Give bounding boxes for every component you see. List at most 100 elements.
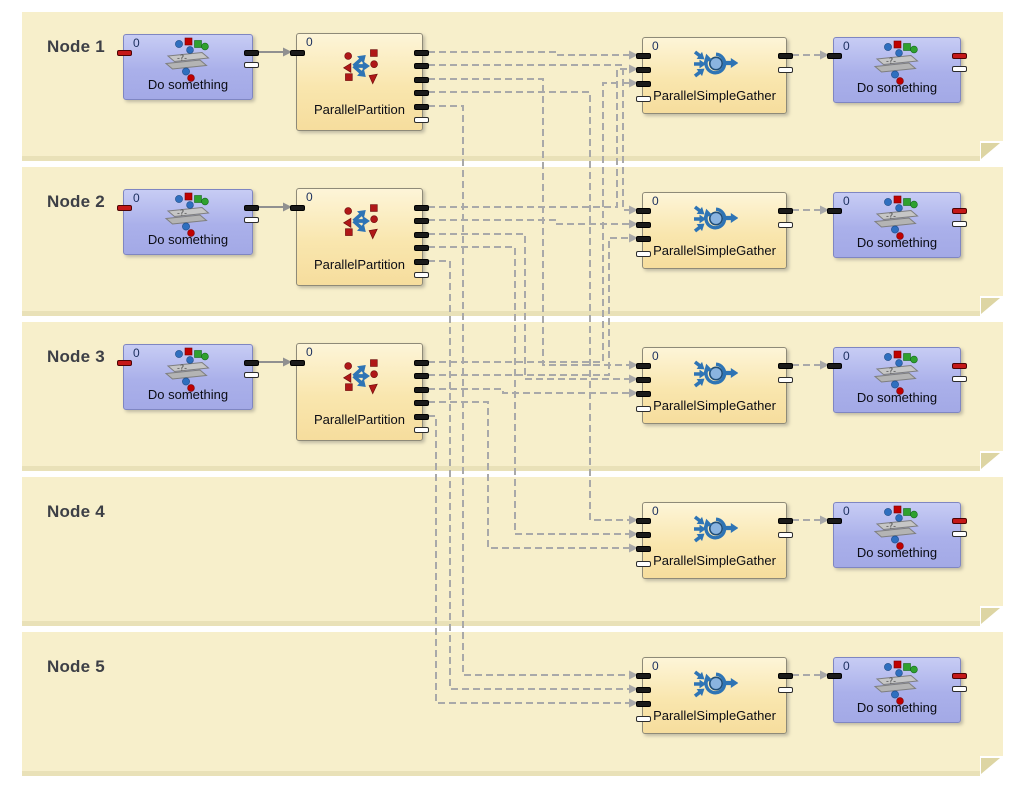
input-port[interactable] — [636, 673, 651, 679]
input-port[interactable] — [290, 50, 305, 56]
output-port[interactable] — [414, 104, 429, 110]
output-port[interactable] — [778, 673, 793, 679]
connection-wire[interactable] — [428, 64, 629, 211]
input-port[interactable] — [636, 716, 651, 722]
input-port[interactable] — [636, 236, 651, 242]
connection-wire[interactable] — [428, 246, 629, 535]
output-port[interactable] — [244, 360, 259, 366]
output-port[interactable] — [778, 67, 793, 73]
input-port[interactable] — [636, 561, 651, 567]
input-port[interactable] — [827, 208, 842, 214]
input-port[interactable] — [636, 406, 651, 412]
input-port[interactable] — [636, 518, 651, 524]
input-port[interactable] — [636, 546, 651, 552]
output-port[interactable] — [778, 53, 793, 59]
connection-wire[interactable] — [428, 237, 629, 376]
input-port[interactable] — [117, 205, 132, 211]
output-port[interactable] — [414, 63, 429, 69]
connection-wire[interactable] — [428, 388, 629, 394]
input-port[interactable] — [636, 251, 651, 257]
output-port[interactable] — [414, 77, 429, 83]
connection-wire[interactable] — [428, 78, 629, 366]
output-port[interactable] — [414, 117, 429, 123]
connection-wire[interactable] — [428, 91, 629, 521]
connection-wire[interactable] — [428, 51, 629, 56]
connection-wire[interactable] — [428, 105, 629, 676]
input-port[interactable] — [636, 208, 651, 214]
output-port[interactable] — [414, 387, 429, 393]
connection-wire[interactable] — [428, 82, 629, 363]
output-port[interactable] — [952, 686, 967, 692]
input-port[interactable] — [827, 53, 842, 59]
output-port[interactable] — [952, 376, 967, 382]
connection-wire[interactable] — [428, 219, 629, 225]
output-port[interactable] — [778, 377, 793, 383]
input-port[interactable] — [636, 363, 651, 369]
output-port[interactable] — [244, 372, 259, 378]
output-port[interactable] — [952, 673, 967, 679]
output-port[interactable] — [244, 62, 259, 68]
output-port[interactable] — [244, 50, 259, 56]
input-port[interactable] — [117, 50, 132, 56]
output-port[interactable] — [244, 217, 259, 223]
output-port[interactable] — [414, 232, 429, 238]
output-port[interactable] — [414, 90, 429, 96]
output-port[interactable] — [414, 245, 429, 251]
input-port[interactable] — [636, 377, 651, 383]
input-port[interactable] — [636, 532, 651, 538]
connection-wire[interactable] — [428, 68, 629, 208]
output-port[interactable] — [952, 208, 967, 214]
output-port[interactable] — [952, 363, 967, 369]
input-port[interactable] — [636, 81, 651, 87]
output-port[interactable] — [414, 414, 429, 420]
output-port[interactable] — [952, 53, 967, 59]
input-port[interactable] — [290, 205, 305, 211]
output-port[interactable] — [414, 272, 429, 278]
output-port[interactable] — [414, 205, 429, 211]
output-port[interactable] — [778, 363, 793, 369]
output-port[interactable] — [778, 208, 793, 214]
output-port[interactable] — [952, 221, 967, 227]
output-port[interactable] — [414, 373, 429, 379]
input-port[interactable] — [827, 518, 842, 524]
output-port[interactable] — [778, 532, 793, 538]
input-port[interactable] — [827, 363, 842, 369]
input-port[interactable] — [636, 67, 651, 73]
output-port[interactable] — [414, 50, 429, 56]
output-port[interactable] — [952, 66, 967, 72]
output-port[interactable] — [414, 218, 429, 224]
output-port[interactable] — [244, 205, 259, 211]
output-port[interactable] — [414, 427, 429, 433]
output-port[interactable] — [414, 400, 429, 406]
output-port[interactable] — [778, 687, 793, 693]
input-port[interactable] — [636, 53, 651, 59]
input-port[interactable] — [636, 701, 651, 707]
connection-wire[interactable] — [428, 415, 629, 704]
output-port[interactable] — [952, 531, 967, 537]
connection-wire[interactable] — [428, 401, 629, 549]
output-port[interactable] — [778, 518, 793, 524]
input-port[interactable] — [290, 360, 305, 366]
input-port[interactable] — [636, 96, 651, 102]
input-port[interactable] — [636, 391, 651, 397]
output-port[interactable] — [414, 259, 429, 265]
input-port[interactable] — [636, 687, 651, 693]
input-port[interactable] — [117, 360, 132, 366]
input-port[interactable] — [636, 222, 651, 228]
